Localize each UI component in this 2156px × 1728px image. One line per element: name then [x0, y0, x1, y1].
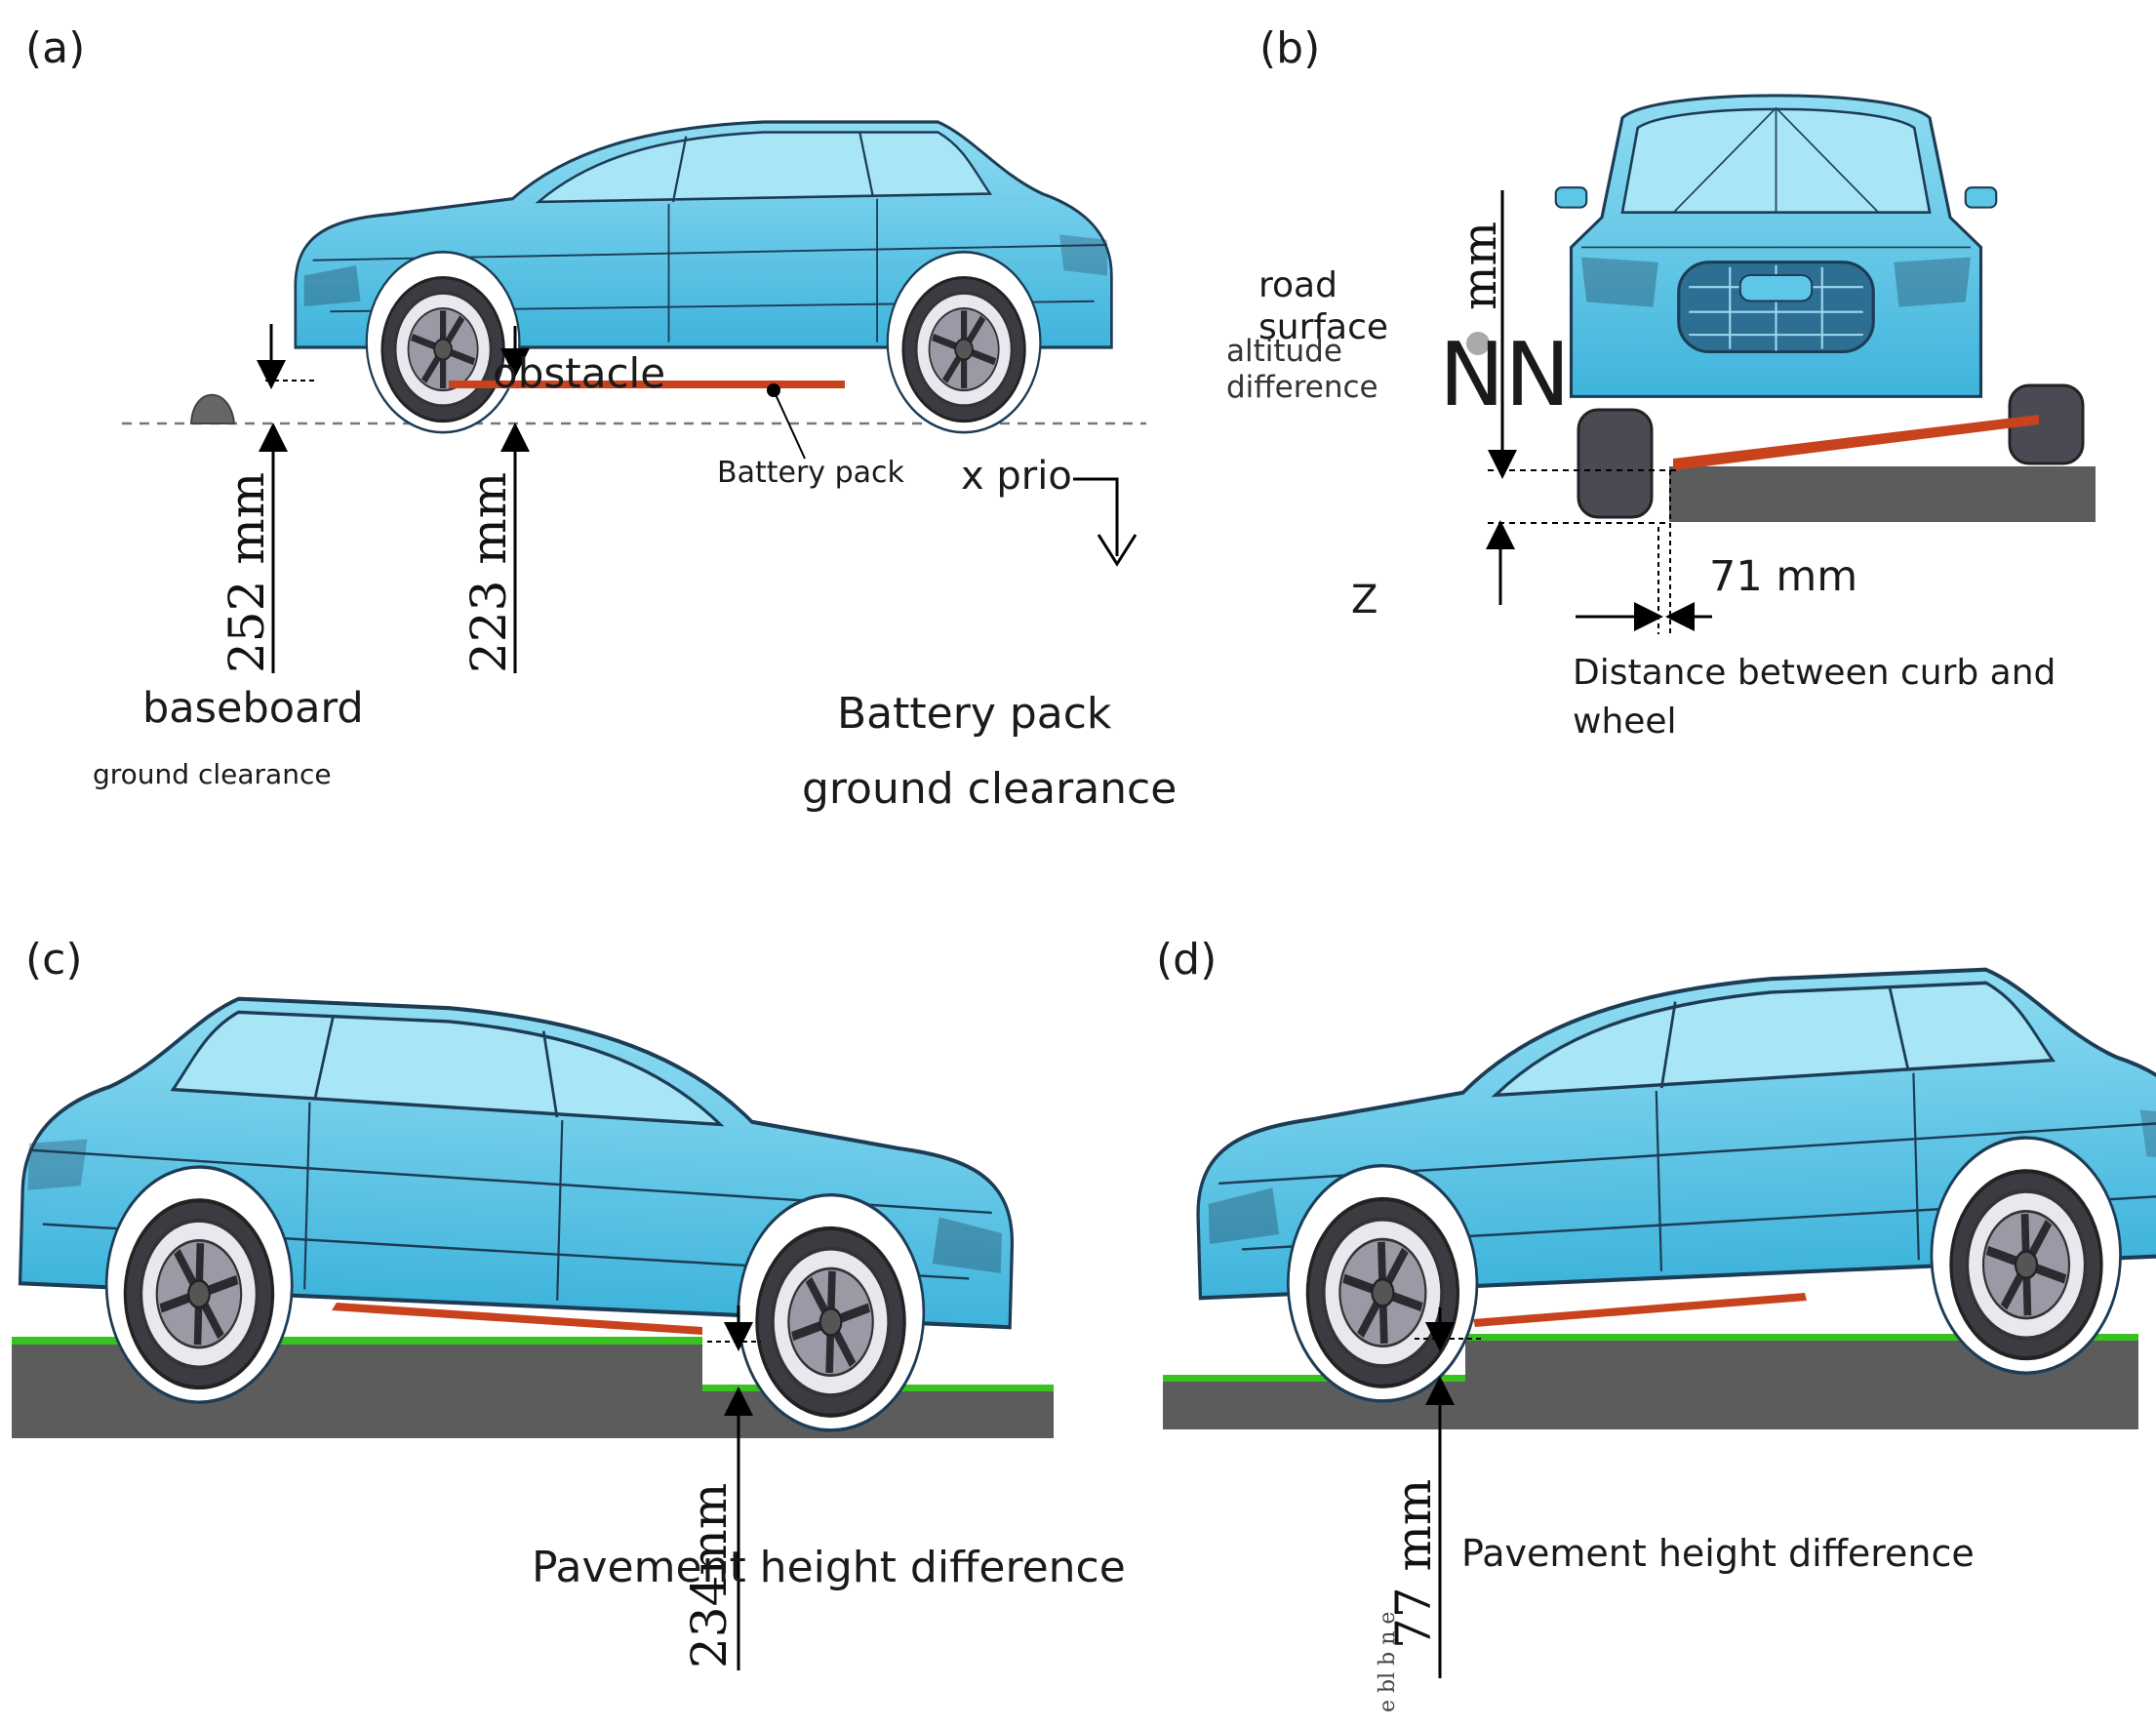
vertical-garbled-text: e bl b n e [1376, 1611, 1400, 1712]
panel-a-label: (a) [25, 23, 86, 73]
panel-b-artwork [1466, 94, 2096, 634]
altitude-difference-line2: difference [1226, 370, 1378, 405]
panel-b-label: (b) [1259, 23, 1321, 73]
obstacle-label: obstacle [493, 349, 666, 397]
battery-pack-clearance-line1: Battery pack [837, 689, 1112, 739]
dimension-252mm: 252 mm [219, 471, 275, 673]
mm-vertical-label: mm [1453, 221, 1507, 310]
z-label: Z [1351, 578, 1378, 623]
battery-pack-callout: Battery pack [717, 456, 904, 490]
curb-distance-line2: wheel [1573, 702, 1677, 742]
panel-a-artwork [122, 122, 1146, 673]
battery-pack-clearance-line2: ground clearance [802, 764, 1178, 814]
nn-label: NN [1439, 324, 1571, 426]
dimension-71mm: 71 mm [1709, 552, 1858, 601]
panel-c-artwork [12, 989, 1054, 1670]
baseboard-ground-clearance-label: ground clearance [93, 758, 332, 790]
pavement-height-difference-d: Pavement height difference [1461, 1532, 1975, 1575]
curb-distance-line1: Distance between curb and [1573, 653, 2056, 693]
baseboard-label: baseboard [142, 684, 364, 733]
altitude-difference-line1: altitude [1226, 334, 1342, 369]
panel-d-label: (d) [1156, 935, 1218, 985]
road-surface-line1: road [1258, 265, 1338, 305]
panel-d-artwork [1163, 960, 2156, 1678]
x-direction-label: x prio [961, 454, 1072, 499]
dimension-223mm: 223 mm [460, 471, 517, 673]
road-surface-line2: surface [1258, 307, 1389, 347]
panel-c-label: (c) [25, 935, 83, 985]
pavement-height-difference-c: Pavement height difference [532, 1543, 1126, 1592]
